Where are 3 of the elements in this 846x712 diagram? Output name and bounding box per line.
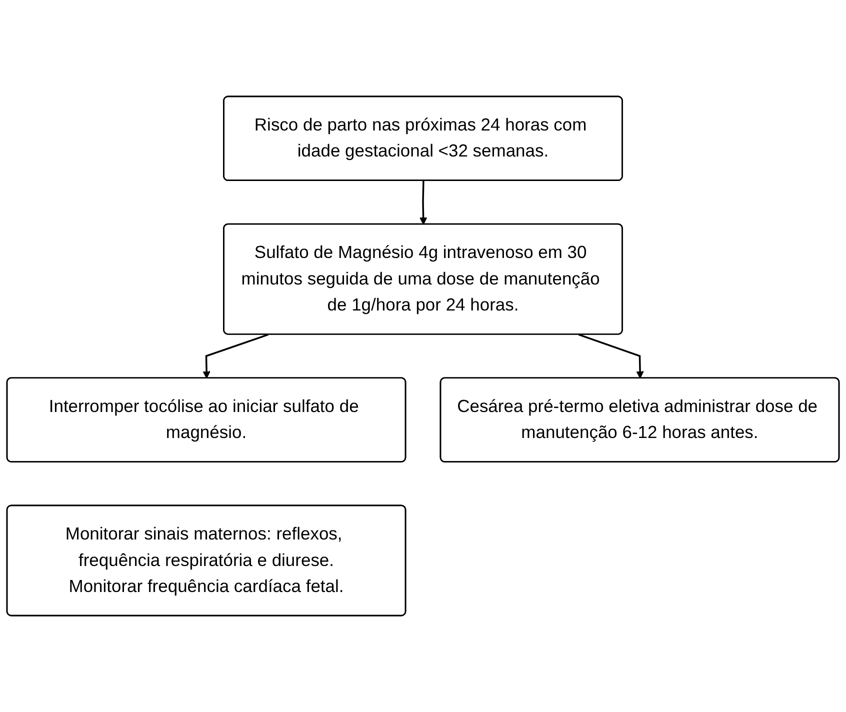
arrow bbox=[578, 334, 644, 379]
arrow bbox=[202, 334, 269, 379]
arrow bbox=[419, 180, 428, 225]
